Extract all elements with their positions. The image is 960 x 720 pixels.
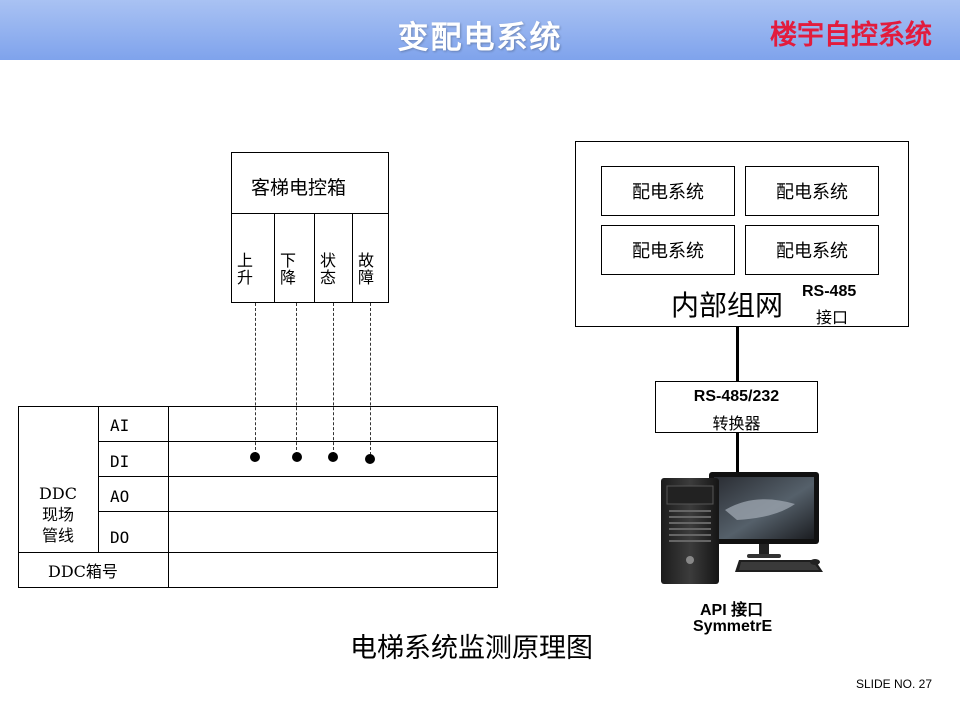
connection-dot-down (292, 452, 302, 462)
internal-network-label: 内部组网 (671, 289, 784, 322)
signal-up: 上升 (232, 213, 275, 303)
workstation-computer-image (661, 472, 823, 584)
wire-status (333, 303, 334, 455)
ddc-table: DDC现场管线 AI DI AO DO DDC箱号 (18, 406, 498, 588)
row-do: DO (110, 528, 130, 547)
connection-dot-status (328, 452, 338, 462)
converter-to-workstation-line (736, 433, 739, 473)
header-bar: 变配电系统 楼宇自控系统 (0, 0, 960, 60)
power-subsystem-4: 配电系统 (745, 225, 879, 275)
network-to-converter-line (736, 327, 739, 381)
cabinet-title: 客梯电控箱 (251, 177, 347, 199)
rs485-232-converter: RS-485/232 转换器 (655, 381, 818, 433)
diagram-caption: 电梯系统监测原理图 (350, 633, 593, 664)
symmetre-label: SymmetrE (693, 618, 773, 635)
ddc-field-wiring-label: DDC现场管线 (39, 484, 77, 545)
rs485-interface-label: 接口 (816, 308, 849, 327)
page-title: 变配电系统 (397, 20, 563, 56)
connection-dot-up (250, 452, 260, 462)
row-ai: AI (110, 416, 130, 435)
power-subsystem-3: 配电系统 (601, 225, 735, 275)
ddc-box-number-label: DDC箱号 (48, 562, 118, 581)
power-distribution-network: 配电系统 配电系统 配电系统 配电系统 内部组网 RS-485 接口 (575, 141, 909, 327)
elevator-control-cabinet: 客梯电控箱 上升 下降 状态 故障 (231, 152, 389, 303)
api-interface-label: API 接口 (700, 602, 764, 619)
signal-fault: 故障 (355, 252, 374, 286)
row-ao: AO (110, 487, 130, 506)
power-subsystem-1: 配电系统 (601, 166, 735, 216)
wire-up (255, 303, 256, 455)
signal-status: 状态 (315, 213, 353, 303)
brand-title: 楼宇自控系统 (770, 20, 932, 51)
wire-down (296, 303, 297, 455)
row-di: DI (110, 452, 130, 471)
converter-label: 转换器 (712, 414, 761, 433)
slide-number: SLIDE NO. 27 (855, 677, 932, 691)
connection-dot-fault (365, 454, 375, 464)
signal-down: 下降 (275, 213, 315, 303)
power-subsystem-2: 配电系统 (745, 166, 879, 216)
converter-model: RS-485/232 (693, 388, 780, 405)
wire-fault (370, 303, 371, 455)
rs485-protocol-label: RS-485 (802, 283, 857, 300)
